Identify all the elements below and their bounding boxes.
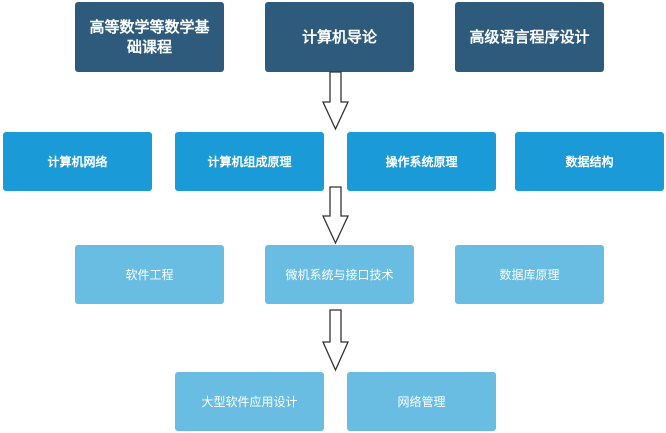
course-label: 计算机网络 <box>47 155 108 169</box>
course-box-programming: 高级语言程序设计 <box>455 2 604 72</box>
course-label: 大型软件应用设计 <box>201 395 298 409</box>
course-label: 计算机组成原理 <box>207 155 292 169</box>
course-box-os: 操作系统原理 <box>347 132 496 191</box>
course-label: 软件工程 <box>125 268 174 282</box>
course-label: 高级语言程序设计 <box>469 28 590 46</box>
course-box-math: 高等数学等数学基础课程 <box>75 2 224 72</box>
course-box-microcomputer: 微机系统与接口技术 <box>265 245 414 304</box>
course-box-organization: 计算机组成原理 <box>175 132 324 191</box>
course-label: 网络管理 <box>397 395 446 409</box>
course-label: 计算机导论 <box>301 28 377 46</box>
course-box-software-eng: 软件工程 <box>75 245 224 304</box>
course-box-networks: 计算机网络 <box>3 132 152 191</box>
down-arrow-icon <box>321 309 350 372</box>
course-label: 操作系统原理 <box>385 155 458 169</box>
course-label: 数据结构 <box>565 155 614 169</box>
course-label: 数据库原理 <box>499 268 560 282</box>
course-box-large-software: 大型软件应用设计 <box>175 372 324 431</box>
course-box-data-structures: 数据结构 <box>515 132 664 191</box>
course-box-intro-cs: 计算机导论 <box>265 2 414 72</box>
course-label: 高等数学等数学基础课程 <box>89 18 210 56</box>
course-label: 微机系统与接口技术 <box>285 268 394 282</box>
course-box-network-mgmt: 网络管理 <box>347 372 496 431</box>
course-box-database: 数据库原理 <box>455 245 604 304</box>
down-arrow-icon <box>321 71 350 131</box>
down-arrow-icon <box>321 186 350 245</box>
